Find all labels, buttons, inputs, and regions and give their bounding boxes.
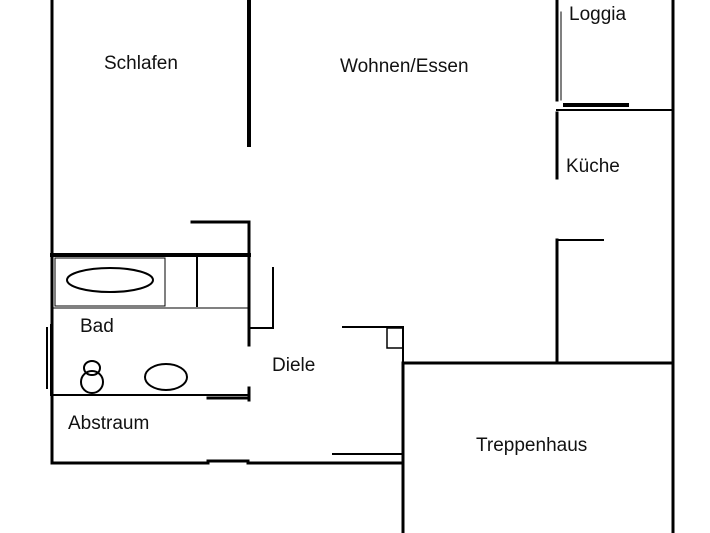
- room-label-bad: Bad: [80, 316, 114, 337]
- room-label-abstraum: Abstraum: [68, 413, 150, 434]
- toilet-tank: [83, 360, 101, 376]
- room-label-kueche: Küche: [566, 156, 620, 177]
- room-label-diele: Diele: [272, 355, 316, 376]
- room-label-schlafen: Schlafen: [104, 53, 178, 74]
- room-label-treppenhaus: Treppenhaus: [476, 435, 588, 456]
- door-pillar: [386, 327, 404, 349]
- toilet-seat: [80, 370, 104, 394]
- bathtub-basin: [66, 267, 154, 293]
- washbasin: [144, 363, 188, 391]
- bathtub-frame: [54, 257, 166, 307]
- room-label-wohnen-essen: Wohnen/Essen: [340, 56, 469, 77]
- room-label-loggia: Loggia: [569, 4, 627, 25]
